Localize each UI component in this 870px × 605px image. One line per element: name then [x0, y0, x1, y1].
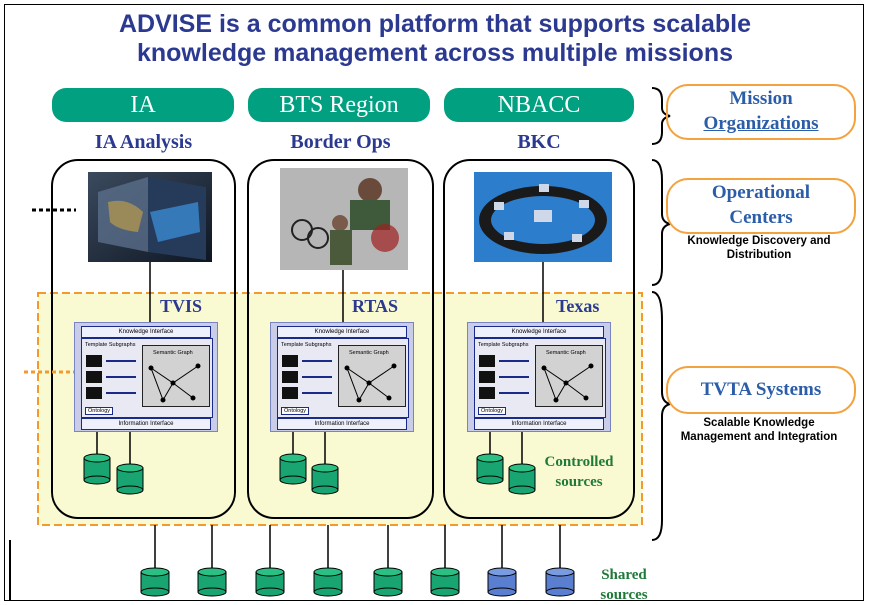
- system-label-tvis: TVIS: [160, 296, 203, 316]
- system-label-rtas: RTAS: [352, 296, 399, 316]
- knowledge-interface-bar: Knowledge Interface: [474, 326, 604, 338]
- operational-centers-note: Knowledge Discovery and Distribution: [687, 235, 831, 261]
- tvta-systems-oval: TVTA Systems: [666, 366, 856, 414]
- knowledge-interface-bar: Knowledge Interface: [81, 326, 211, 338]
- semantic-graph-box: Semantic Graph: [142, 345, 210, 407]
- org-pill-nbacc: NBACC: [444, 88, 634, 122]
- semantic-graph-box: Semantic Graph: [535, 345, 603, 407]
- ia-analysis-image: [88, 172, 212, 262]
- information-interface-bar: Information Interface: [474, 418, 604, 430]
- semantic-graph-box: Semantic Graph: [338, 345, 406, 407]
- template-subgraphs-label: Template Subgraphs: [478, 342, 529, 348]
- controlled-db-nbacc-1: [476, 453, 504, 485]
- ontology-label: Ontology: [85, 407, 114, 415]
- knowledge-interface-bar: Knowledge Interface: [277, 326, 407, 338]
- shared-sources-label: Shared sources: [600, 567, 648, 603]
- operational-centers-oval: Operational Centers: [666, 178, 856, 234]
- center-label-ia-analysis: IA Analysis: [94, 131, 193, 153]
- column-box-bts: [247, 159, 434, 519]
- module-body: Template Subgraphs Semantic Graph Ontolo…: [81, 338, 213, 418]
- slide-title: ADVISE is a common platform that support…: [0, 10, 870, 68]
- brace-mission: [651, 87, 671, 145]
- bkc-image: [474, 172, 612, 262]
- information-interface-bar: Information Interface: [277, 418, 407, 430]
- title-line-1: ADVISE is a common platform that support…: [118, 10, 752, 38]
- template-subgraphs-label: Template Subgraphs: [281, 342, 332, 348]
- system-label-texas: Texas: [556, 296, 600, 316]
- shared-db-6: [430, 567, 460, 597]
- org-pill-ia: IA: [52, 88, 234, 122]
- center-label-bkc: BKC: [517, 131, 561, 153]
- semantic-graph-label: Semantic Graph: [153, 350, 193, 356]
- shared-db-3: [255, 567, 285, 597]
- shared-db-8: [545, 567, 575, 597]
- shared-db-7: [487, 567, 517, 597]
- controlled-db-ia-2: [116, 463, 144, 495]
- slide-frame: [4, 4, 864, 601]
- ontology-label: Ontology: [281, 407, 310, 415]
- controlled-db-nbacc-2: [508, 463, 536, 495]
- controlled-db-bts-2: [311, 463, 339, 495]
- knowledge-module-tvis: Knowledge Interface Template Subgraphs S…: [74, 322, 218, 432]
- border-ops-image: [280, 168, 408, 270]
- module-body: Template Subgraphs Semantic Graph Ontolo…: [474, 338, 606, 418]
- controlled-db-bts-1: [279, 453, 307, 485]
- shared-db-5: [373, 567, 403, 597]
- shared-db-2: [197, 567, 227, 597]
- column-box-nbacc: [443, 159, 635, 519]
- ontology-label: Ontology: [478, 407, 507, 415]
- mission-organizations-oval: Mission Organizations: [666, 84, 856, 140]
- tvta-systems-note: Scalable Knowledge Management and Integr…: [680, 417, 838, 443]
- semantic-graph-label: Semantic Graph: [546, 350, 586, 356]
- org-pill-bts-region: BTS Region: [248, 88, 430, 122]
- information-interface-bar: Information Interface: [81, 418, 211, 430]
- shared-db-1: [140, 567, 170, 597]
- semantic-graph-label: Semantic Graph: [349, 350, 389, 356]
- controlled-sources-label: Controlled sources: [544, 454, 614, 490]
- template-subgraphs-label: Template Subgraphs: [85, 342, 136, 348]
- knowledge-module-rtas: Knowledge Interface Template Subgraphs S…: [270, 322, 414, 432]
- shared-db-4: [313, 567, 343, 597]
- knowledge-module-texas: Knowledge Interface Template Subgraphs S…: [467, 322, 611, 432]
- center-label-border-ops: Border Ops: [290, 131, 391, 153]
- column-box-ia: [51, 159, 236, 519]
- title-line-2: knowledge management across multiple mis…: [136, 39, 733, 67]
- module-body: Template Subgraphs Semantic Graph Ontolo…: [277, 338, 409, 418]
- controlled-db-ia-1: [83, 453, 111, 485]
